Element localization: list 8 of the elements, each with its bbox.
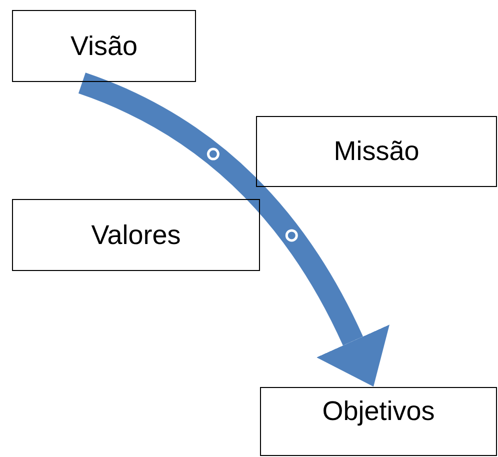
box-label: Objetivos	[322, 396, 435, 427]
box-label: Visão	[70, 30, 138, 62]
box-label: Missão	[334, 136, 420, 167]
text-box	[260, 387, 497, 456]
text-box	[256, 116, 497, 187]
box-label: Valores	[91, 220, 181, 250]
text-box	[12, 199, 260, 271]
text-box	[12, 10, 196, 82]
